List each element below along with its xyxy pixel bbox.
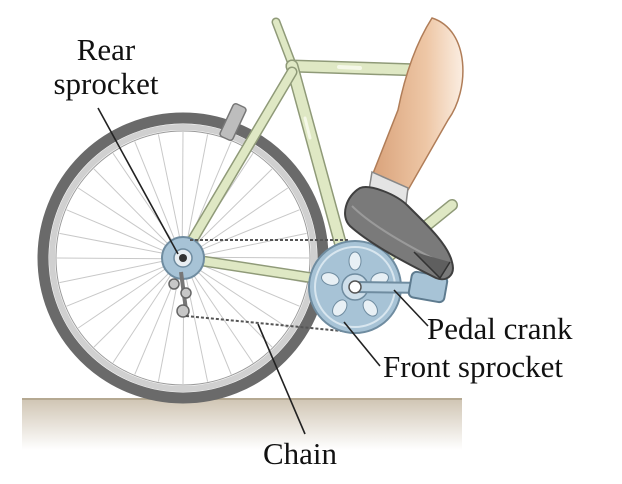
chain — [185, 239, 353, 333]
wheel-spoke — [192, 260, 300, 307]
rear-sprocket-label-line1: Rear — [76, 32, 136, 67]
wheel-spoke — [191, 187, 289, 254]
wheel-spoke — [59, 232, 174, 256]
leader-rear-sprocket — [97, 107, 179, 255]
sprocket-hole — [362, 299, 378, 317]
sprocket-hole — [321, 272, 340, 286]
sprocket-hole — [348, 251, 362, 271]
wheel-spoke — [112, 265, 178, 364]
wheel-spoke — [181, 131, 184, 249]
leader-lines — [97, 107, 429, 435]
wheel-spoke — [183, 267, 209, 382]
wheel-spoke — [190, 263, 289, 329]
wheel-spoke — [157, 134, 183, 249]
front-sprocket-label: Front sprocket — [383, 349, 563, 384]
sprocket-hole — [332, 299, 348, 317]
wheel-spoke — [66, 209, 174, 256]
leader-front-sprocket — [343, 321, 381, 367]
wheel-spoke — [93, 265, 177, 348]
leader-pedal-crank — [393, 289, 429, 327]
rear-sprocket-label-line2: sprocket — [53, 66, 159, 101]
wheel-spoke — [190, 264, 273, 348]
pedal-crank-label: Pedal crank — [427, 311, 573, 346]
rear-sprocket-label: Rear sprocket — [36, 33, 176, 101]
wheel-spoke — [59, 258, 174, 284]
wheel-spoke — [77, 187, 176, 253]
wheel-spoke — [93, 168, 176, 252]
wheel-spoke — [192, 232, 307, 258]
wheel-spoke — [56, 257, 174, 260]
ground — [22, 398, 462, 450]
rider-leg — [344, 17, 464, 281]
chain-label: Chain — [263, 436, 338, 471]
wheel-spoke — [189, 168, 273, 251]
rear-derailleur — [168, 271, 192, 318]
wheel-spoke — [187, 266, 254, 364]
wheel-spoke — [134, 141, 179, 250]
wheel-spoke — [187, 266, 232, 375]
leader-chain — [257, 323, 306, 435]
wheel-spoke — [185, 134, 209, 249]
wheel-spoke — [191, 209, 300, 254]
wheel-spoke — [66, 262, 175, 307]
wheel-spoke — [77, 262, 175, 329]
